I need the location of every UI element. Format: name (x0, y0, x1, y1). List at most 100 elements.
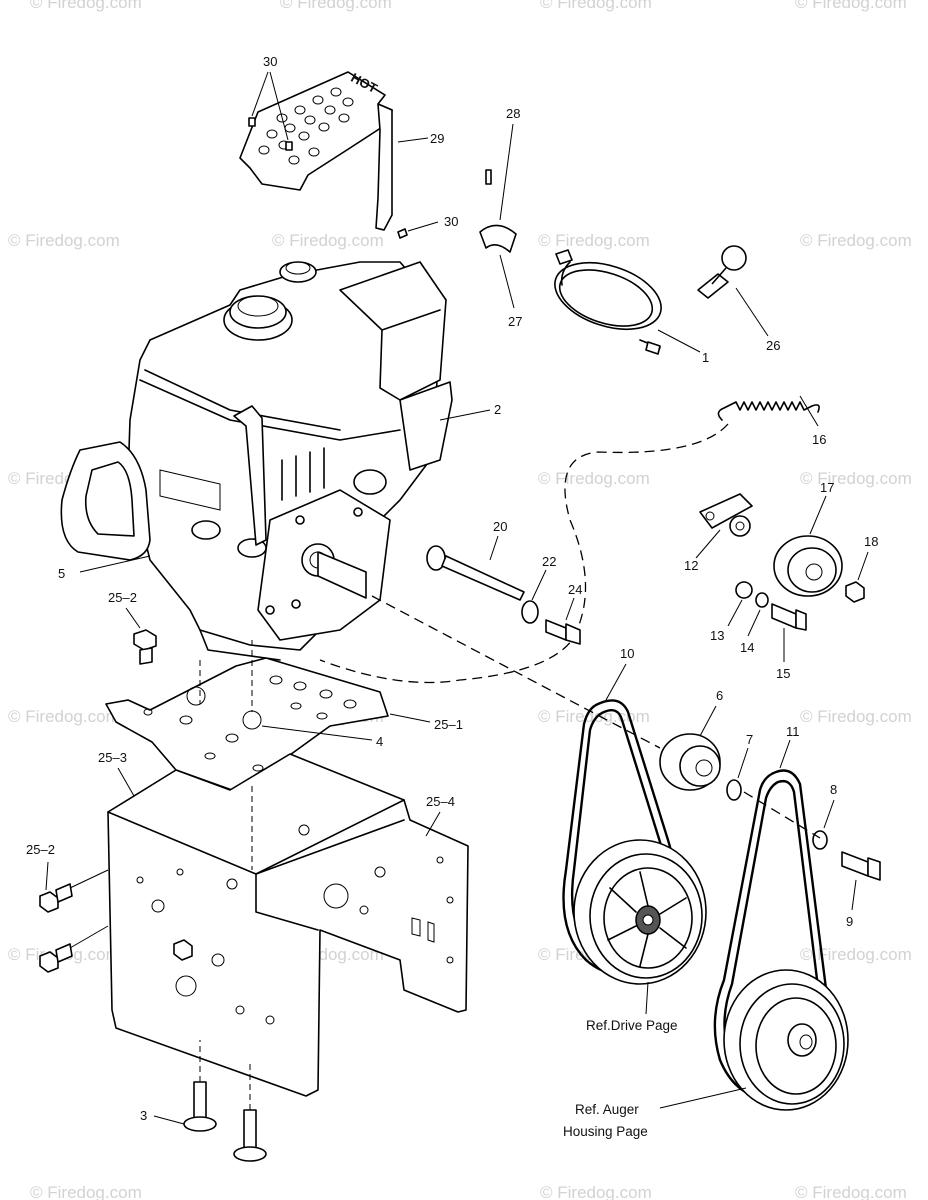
auger-pulley (723, 969, 849, 1111)
callout-27: 27 (508, 314, 522, 329)
callout-7: 7 (746, 732, 753, 747)
ref-auger-label-line1: Ref. Auger (575, 1102, 639, 1117)
leader-line (779, 739, 791, 769)
leader-line (823, 799, 835, 829)
callout-30: 30 (263, 54, 277, 69)
leader-line (407, 221, 439, 232)
watermark-text: © Firedog.com (8, 231, 120, 250)
frame-plate-part-25-4 (107, 753, 469, 1097)
watermark-text: © Firedog.com (280, 0, 392, 12)
callout-18: 18 (864, 534, 878, 549)
washer-part-8 (812, 830, 828, 850)
watermark-text: © Firedog.com (8, 707, 120, 726)
callout-1: 1 (702, 350, 709, 365)
watermark-text: © Firedog.com (800, 945, 912, 964)
screw-icon (248, 117, 256, 127)
cable-clip-part-27 (479, 224, 517, 253)
callout-20: 20 (493, 519, 507, 534)
leader-line (79, 555, 151, 573)
engine-part-2 (127, 261, 453, 661)
callout-22: 22 (542, 554, 556, 569)
bolt-part-25-2-lower (39, 883, 193, 973)
callout-16: 16 (812, 432, 826, 447)
callout-25-2-lower: 25–2 (26, 842, 55, 857)
leader-line (735, 287, 769, 337)
ref-drive-label: Ref.Drive Page (586, 1018, 678, 1033)
leader-line (851, 879, 857, 911)
callout-15: 15 (776, 666, 790, 681)
washer-part-14 (755, 592, 769, 608)
leader-line (727, 599, 743, 627)
watermark-text: © Firedog.com (30, 0, 142, 12)
leader-line (261, 725, 373, 741)
callout-25-3: 25–3 (98, 750, 127, 765)
dashed-alignment-line (199, 640, 253, 870)
watermark-text: © Firedog.com (800, 707, 912, 726)
leader-line (499, 254, 515, 309)
idler-bracket-part-12 (699, 493, 753, 537)
callout-13: 13 (710, 628, 724, 643)
leader-line (799, 395, 819, 427)
shaft-key-part-20 (426, 545, 525, 601)
leader-line (747, 609, 761, 637)
drive-pulley (573, 839, 707, 985)
watermark-text: © Firedog.com (30, 1183, 142, 1200)
callout-29: 29 (430, 131, 444, 146)
leader-line (699, 705, 717, 737)
leader-line (269, 71, 289, 141)
dashed-belt-path (319, 423, 729, 684)
watermark-text: © Firedog.com (272, 231, 384, 250)
leader-line (69, 869, 109, 889)
heat-shield-part-29: HOT (239, 70, 393, 231)
leader-line (425, 811, 441, 837)
leader-line (565, 597, 575, 621)
callout-25-2: 25–2 (108, 590, 137, 605)
nut-part-18 (845, 581, 865, 603)
shield-holes (258, 87, 354, 165)
watermark-text: © Firedog.com (800, 231, 912, 250)
callout-9: 9 (846, 914, 853, 929)
callout-26: 26 (766, 338, 780, 353)
callout-14: 14 (740, 640, 754, 655)
leader-line (857, 551, 869, 581)
leader-line (117, 767, 135, 797)
callout-12: 12 (684, 558, 698, 573)
bolt-part-9 (841, 851, 881, 881)
leader-line (69, 925, 109, 949)
callout-2: 2 (494, 402, 501, 417)
callout-17: 17 (820, 480, 834, 495)
callout-11: 11 (786, 724, 800, 739)
callout-25-1: 25–1 (434, 717, 463, 732)
leader-line (605, 663, 627, 701)
leader-line (397, 137, 429, 143)
spacer-part-13 (735, 581, 753, 599)
callout-24: 24 (568, 582, 582, 597)
dashed-alignment-line (199, 1040, 251, 1110)
leader-line (737, 747, 749, 779)
washer-part-22 (521, 600, 539, 624)
watermark-text: © Firedog.com (795, 0, 907, 12)
callout-4: 4 (376, 734, 383, 749)
engine-pulley-part-6 (659, 733, 721, 791)
leader-line (809, 495, 827, 535)
leader-line (659, 1087, 747, 1109)
spring-part-16 (717, 401, 820, 421)
leader-line (45, 861, 49, 891)
shoulder-bolt-part-15 (771, 603, 807, 631)
leader-line (499, 123, 514, 221)
leader-line (153, 1115, 185, 1125)
watermark-text: © Firedog.com (538, 469, 650, 488)
watermark-text: © Firedog.com (540, 0, 652, 12)
leader-line (489, 535, 499, 561)
mount-plate-part-25-1 (105, 657, 389, 791)
callout-10: 10 (620, 646, 634, 661)
leader-line (251, 71, 269, 117)
starter-cord-part-1 (554, 249, 662, 355)
bolt-part-25-2-upper (133, 629, 157, 665)
ignition-key-part-26 (697, 245, 747, 299)
washer-part-7 (726, 779, 742, 801)
bolt-part-24 (545, 619, 581, 645)
carriage-bolts-part-3 (183, 1081, 267, 1162)
ref-auger-label-line2: Housing Page (563, 1124, 648, 1139)
